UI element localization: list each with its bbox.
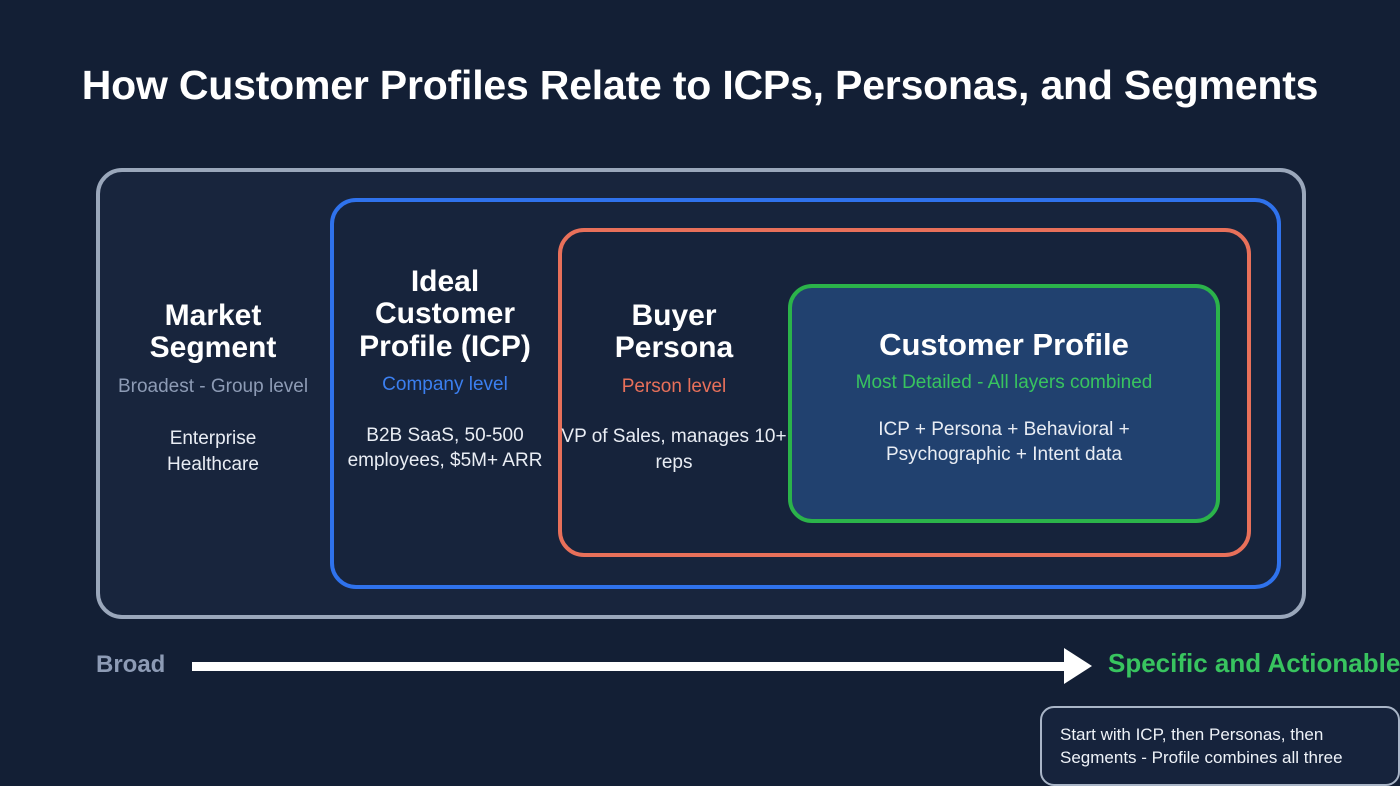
market-segment-heading-line2: Segment <box>149 331 277 365</box>
market-segment-heading: Market Segment <box>96 299 330 365</box>
market-segment-detail: Enterprise Healthcare <box>96 426 330 477</box>
customer-profile-detail-line2: Psychographic + Intent data <box>885 444 1123 466</box>
customer-profile-heading: Customer Profile <box>879 327 1129 362</box>
customer-profile-detail-line1: ICP + Persona + Behavioral + <box>878 419 1130 441</box>
persona-heading: Buyer Persona <box>560 299 788 365</box>
spectrum-scale: Broad Specific and Actionable <box>96 648 1400 686</box>
arrow-right-icon <box>192 648 1092 684</box>
layer-content-market-segment: Market Segment Broadest - Group level En… <box>96 299 330 477</box>
persona-subtitle: Person level <box>621 375 727 397</box>
persona-heading-line1: Buyer <box>631 299 717 332</box>
customer-profile-detail: ICP + Persona + Behavioral + Psychograph… <box>792 417 1216 468</box>
persona-heading-line2: Persona <box>614 331 734 365</box>
customer-profile-subtitle: Most Detailed - All layers combined <box>855 372 1153 394</box>
persona-detail: VP of Sales, manages 10+ reps <box>561 426 787 473</box>
spectrum-start-label: Broad <box>96 651 166 678</box>
page-title: How Customer Profiles Relate to ICPs, Pe… <box>81 62 1319 108</box>
footer-note: Start with ICP, then Personas, then Segm… <box>1040 706 1400 786</box>
market-segment-detail-line2: Healthcare <box>167 453 259 475</box>
market-segment-detail-line1: Enterprise <box>169 428 257 450</box>
market-segment-heading-line1: Market <box>164 299 262 332</box>
arrow-shaft <box>192 662 1070 671</box>
arrow-head <box>1064 648 1092 684</box>
layer-content-ideal-customer-profile: Ideal Customer Profile (ICP) Company lev… <box>332 265 558 473</box>
footer-note-line2: Segments - Profile combines all three <box>1060 747 1343 767</box>
icp-detail: B2B SaaS, 50-500 employees, $5M+ ARR <box>347 424 543 472</box>
icp-heading-line2: Customer <box>374 297 516 331</box>
icp-heading: Ideal Customer Profile (ICP) <box>332 265 558 363</box>
footer-note-line1: Start with ICP, then Personas, then <box>1060 725 1324 744</box>
spectrum-end-label: Specific and Actionable <box>1108 648 1400 678</box>
layer-content-customer-profile: Customer Profile Most Detailed - All lay… <box>792 328 1216 468</box>
market-segment-subtitle: Broadest - Group level <box>117 375 309 397</box>
layer-box-customer-profile <box>788 284 1220 523</box>
icp-heading-line1: Ideal <box>410 265 480 298</box>
icp-subtitle: Company level <box>382 374 508 396</box>
icp-heading-line3: Profile (ICP) <box>359 329 531 363</box>
layer-content-buyer-persona: Buyer Persona Person level VP of Sales, … <box>560 299 788 475</box>
